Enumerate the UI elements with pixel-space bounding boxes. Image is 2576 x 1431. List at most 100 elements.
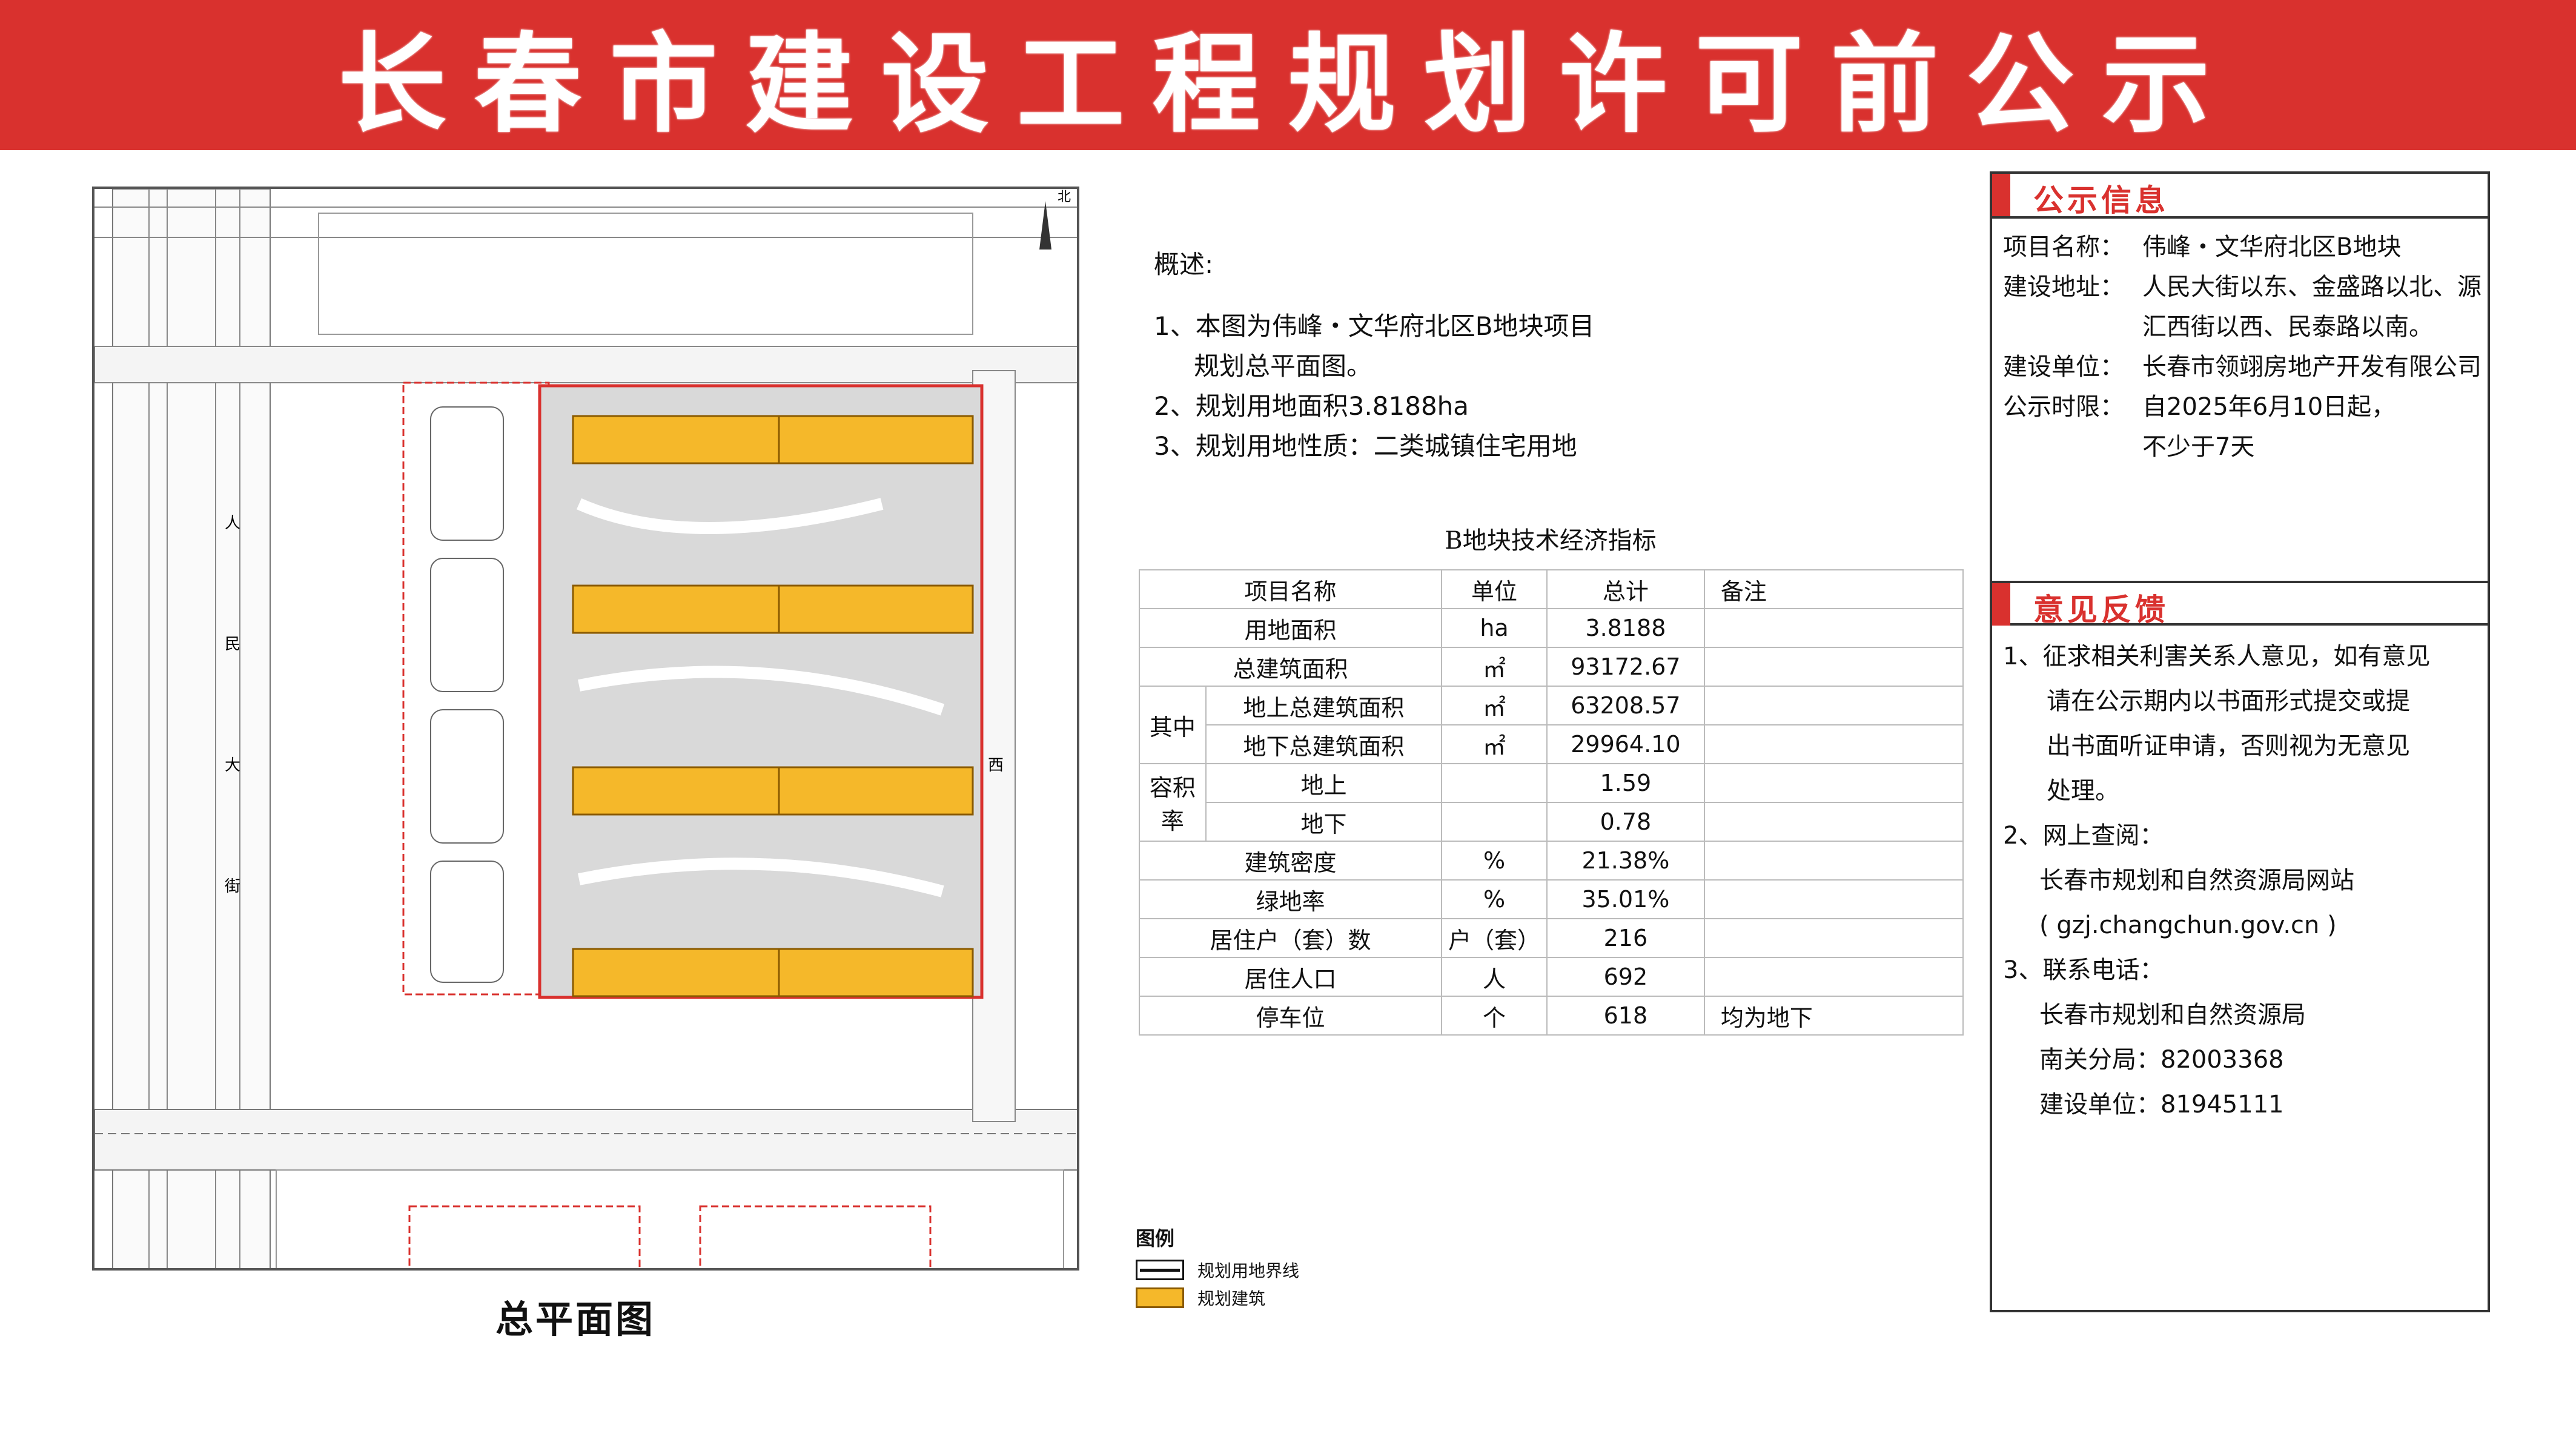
feedback-line: 请在公示期内以书面形式提交或提 (2047, 687, 2410, 715)
planned-building (778, 584, 974, 634)
site-plan-map: 北 人民大街 西 (92, 187, 1079, 1271)
header-unit: 单位 (1441, 569, 1548, 609)
row-total: 0.78 (1546, 802, 1705, 842)
indicator-table: 项目名称 单位 总计 备注 用地面积 ha 3.8188 总建筑面积 ㎡ 931… (1138, 569, 1964, 1036)
row-unit: ㎡ (1441, 647, 1548, 687)
row-total: 216 (1546, 918, 1705, 958)
info-value: 长春市领翊房地产开发有限公司 (2142, 353, 2482, 381)
contact-org: 长春市规划和自然资源局 (2039, 1001, 2306, 1029)
road-name-char: 西 (988, 756, 1004, 775)
table-row: 居住人口 人 692 (1138, 957, 1964, 997)
row-unit (1441, 802, 1548, 842)
info-panel: 公示信息 项目名称： 伟峰・文华府北区B地块 建设地址： 人民大街以东、金盛路以… (1990, 171, 2490, 1312)
row-note (1703, 957, 1964, 997)
planned-building (778, 766, 974, 816)
table-row: 建筑密度 % 21.38% (1138, 841, 1964, 881)
row-total: 35.01% (1546, 879, 1705, 919)
header-note: 备注 (1703, 569, 1964, 609)
planned-building (778, 948, 974, 997)
row-note (1703, 686, 1964, 725)
row-name: 建筑密度 (1138, 841, 1443, 881)
row-unit: ㎡ (1441, 724, 1548, 764)
overview-text: 概述: 1、本图为伟峰・文华府北区B地块项目 规划总平面图。 2、规划用地面积3… (1154, 245, 1699, 466)
map-caption: 总平面图 (495, 1297, 655, 1341)
road-name-char: 大 (225, 756, 240, 775)
table-row: 总建筑面积 ㎡ 93172.67 (1138, 647, 1964, 687)
info-value: 伟峰・文华府北区B地块 (2142, 233, 2402, 261)
legend-title: 图例 (1136, 1227, 1175, 1250)
table-row: 其中 地上总建筑面积 ㎡ 63208.57 (1139, 686, 1964, 764)
row-note (1703, 608, 1964, 648)
section-header: 公示信息 (1992, 174, 2488, 219)
row-note (1703, 724, 1964, 764)
row-total: 618 (1546, 996, 1705, 1036)
row-note: 均为地下 (1703, 996, 1964, 1036)
contact-nanguan: 南关分局：82003368 (2039, 1046, 2284, 1074)
info-row: 项目名称： 伟峰・文华府北区B地块 (2003, 227, 2483, 267)
row-total: 3.8188 (1546, 608, 1705, 648)
feedback-line: 3、联系电话： (2003, 956, 2164, 984)
info-key: 公示时限： (2003, 393, 2124, 421)
road-name-char: 民 (225, 635, 240, 653)
row-total: 29964.10 (1546, 724, 1705, 764)
row-unit: ha (1441, 608, 1548, 648)
website-url[interactable]: ( gzj.changchun.gov.cn ) (2039, 911, 2337, 939)
boundary-line-icon (1136, 1260, 1184, 1280)
section-marker (1992, 174, 2010, 216)
table-row: 绿地率 % 35.01% (1138, 879, 1964, 919)
row-unit (1441, 763, 1548, 803)
feedback-line: 处理。 (2047, 777, 2119, 805)
legend-item: 规划用地界线 (1136, 1256, 1299, 1284)
row-name: 居住人口 (1138, 957, 1443, 997)
row-name: 地上 (1205, 763, 1443, 803)
indicator-table-title: B地块技术经济指标 (1445, 527, 1657, 555)
row-name: 地下总建筑面积 (1205, 724, 1443, 764)
table-row: 容积率 地上 1.59 (1139, 763, 1964, 842)
row-note (1703, 879, 1964, 919)
row-name: 地上总建筑面积 (1205, 686, 1443, 725)
table-row: 停车位 个 618 均为地下 (1138, 996, 1964, 1036)
info-key: 项目名称： (2003, 233, 2124, 261)
info-value: 自2025年6月10日起， 不少于7天 (2142, 387, 2483, 467)
section-marker (1992, 583, 2010, 626)
overview-item-3: 3、规划用地性质：二类城镇住宅用地 (1154, 431, 1577, 461)
period-duration: 不少于7天 (2142, 433, 2255, 461)
planned-building (778, 415, 974, 464)
road-name-char: 街 (225, 877, 240, 896)
overview-item-1: 1、本图为伟峰・文华府北区B地块项目 (1154, 311, 1595, 341)
banner-title: 长春市建设工程规划许可前公示 (338, 21, 2238, 147)
north-arrow-label: 北 (1058, 190, 1071, 205)
row-total: 93172.67 (1546, 647, 1705, 687)
table-row: 用地面积 ha 3.8188 (1138, 608, 1964, 648)
row-unit: % (1441, 879, 1548, 919)
overview-title: 概述: (1154, 250, 1214, 279)
row-note (1703, 841, 1964, 881)
header-total: 总计 (1546, 569, 1705, 609)
row-name: 总建筑面积 (1138, 647, 1443, 687)
overview-item-2: 2、规划用地面积3.8188ha (1154, 391, 1469, 421)
row-name: 居住户（套）数 (1138, 918, 1443, 958)
overview-item-1-cont: 规划总平面图。 (1194, 351, 1372, 381)
row-unit: 户（套） (1441, 918, 1548, 958)
row-name: 地下 (1205, 802, 1443, 842)
feedback-line: 2、网上查阅： (2003, 822, 2164, 850)
row-group-label: 容积率 (1139, 763, 1207, 842)
legend-label: 规划用地界线 (1197, 1261, 1300, 1281)
row-note (1703, 918, 1964, 958)
row-unit: % (1441, 841, 1548, 881)
planned-building (572, 415, 780, 464)
feedback-section: 意见反馈 1、征求相关利害关系人意见，如有意见 请在公示期内以书面形式提交或提 … (1992, 581, 2488, 1127)
legend-item: 规划建筑 (1136, 1284, 1299, 1312)
legend: 图例 规划用地界线 规划建筑 (1136, 1223, 1299, 1312)
section-title-info: 公示信息 (2033, 183, 2169, 218)
header-name: 项目名称 (1138, 569, 1443, 609)
row-unit: 个 (1441, 996, 1548, 1036)
info-key: 建设单位： (2003, 353, 2124, 381)
row-total: 21.38% (1546, 841, 1705, 881)
row-name: 用地面积 (1138, 608, 1443, 648)
title-banner (0, 0, 2576, 150)
row-unit: 人 (1441, 957, 1548, 997)
info-row: 建设单位： 长春市领翊房地产开发有限公司 (2003, 347, 2483, 387)
row-note (1703, 802, 1964, 842)
planned-building (572, 766, 780, 816)
